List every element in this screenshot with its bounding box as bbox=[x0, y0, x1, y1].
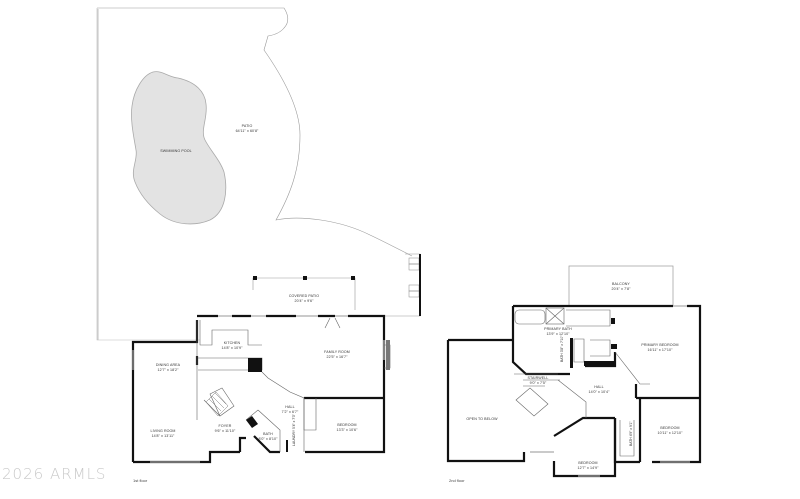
room-name: BEDROOM bbox=[337, 423, 357, 427]
room-name: PRIMARY BATH bbox=[544, 327, 572, 331]
room-label-bedroom-2b: BEDROOM 12'7" x 14'9" bbox=[577, 461, 598, 470]
room-name: FAMILY ROOM bbox=[324, 350, 350, 354]
room-name: STAIRWELL bbox=[527, 376, 549, 380]
room-dims: 4'9" x 9'1" bbox=[629, 421, 633, 437]
room-dims: 13'3" x 10'6" bbox=[336, 427, 358, 432]
room-dims: 10'11" x 12'10" bbox=[657, 430, 683, 435]
room-label-primary-bath: PRIMARY BATH 13'9" x 12'10" bbox=[544, 327, 572, 336]
room-name: HALL bbox=[594, 385, 604, 389]
bbq-counter bbox=[408, 257, 420, 298]
room-dims: 20'4" x 9'6" bbox=[294, 298, 314, 303]
room-label-primary-bedroom: PRIMARY BEDROOM 16'11" x 17'10" bbox=[641, 343, 678, 352]
room-dims: 12'7" x 18'2" bbox=[157, 367, 179, 372]
second-floor-walls bbox=[446, 304, 702, 478]
room-dims: 14'8" x 10'9" bbox=[221, 345, 243, 350]
room-label-laundry: LAUNDRY 5'4" x 7'3" bbox=[292, 414, 296, 446]
room-name: LAUNDRY bbox=[292, 429, 296, 446]
room-label-hall-2: HALL 14'0" x 10'4" bbox=[588, 385, 609, 394]
room-label-dining-area: DINING AREA 12'7" x 18'2" bbox=[156, 363, 180, 372]
room-dims: 9'0" x 7'5" bbox=[529, 380, 547, 385]
room-label-living-room: LIVING ROOM 14'8" x 13'11" bbox=[150, 429, 175, 438]
room-name: SWIMMING POOL bbox=[160, 149, 192, 153]
room-name: COVERED PATIO bbox=[288, 294, 320, 298]
first-floor-interior bbox=[196, 317, 391, 452]
room-dims: 7'2" x 6'7" bbox=[281, 409, 299, 414]
room-name: KITCHEN bbox=[223, 341, 241, 345]
room-name: FOYER bbox=[218, 424, 232, 428]
room-dims: 3'8" x 7'10" bbox=[560, 335, 564, 353]
room-label-bath-2a: BATH 3'8" x 7'10" bbox=[560, 336, 564, 362]
room-name: BEDROOM bbox=[660, 426, 680, 430]
room-dims: 8'0" x 8'10" bbox=[258, 436, 278, 441]
first-floor-windows bbox=[132, 315, 385, 463]
room-label-bath-2b: BATH 4'9" x 9'1" bbox=[629, 421, 633, 446]
room-dims: 14'0" x 10'4" bbox=[588, 389, 610, 394]
room-dims: 5'4" x 7'3" bbox=[292, 414, 296, 429]
room-label-foyer: FOYER 9'6" x 11'10" bbox=[215, 424, 236, 433]
room-label-patio: PATIO 64'11" x 60'8" bbox=[236, 124, 259, 133]
room-label-covered-patio: COVERED PATIO 20'4" x 9'6" bbox=[289, 294, 319, 303]
covered-patio-posts bbox=[253, 276, 355, 280]
room-label-bath-1: BATH 8'0" x 8'10" bbox=[259, 432, 278, 441]
room-dims: 22'5" x 16'7" bbox=[326, 354, 348, 359]
room-label-bedroom-1: BEDROOM 13'3" x 10'6" bbox=[336, 423, 357, 432]
room-label-swimming-pool: SWIMMING POOL bbox=[160, 149, 191, 154]
watermark: 2026 ARMLS bbox=[2, 465, 107, 483]
room-name: BATH bbox=[560, 353, 564, 362]
room-label-bedroom-2a: BEDROOM 10'11" x 12'10" bbox=[658, 426, 683, 435]
room-name: BATH bbox=[629, 437, 633, 446]
room-name: BATH bbox=[263, 432, 273, 436]
foyer-stairs bbox=[205, 391, 229, 417]
room-label-stairwell: STAIRWELL 9'0" x 7'5" bbox=[528, 376, 549, 385]
room-name: OPEN TO BELOW bbox=[466, 417, 498, 421]
room-name: BEDROOM bbox=[578, 461, 598, 465]
second-floor-dark-walls bbox=[570, 318, 617, 368]
second-floor-interior bbox=[514, 307, 650, 457]
room-name: DINING AREA bbox=[155, 363, 181, 367]
room-label-open-to-below: OPEN TO BELOW bbox=[466, 417, 497, 422]
swimming-pool bbox=[131, 71, 227, 225]
room-name: PATIO bbox=[241, 124, 253, 128]
room-dims: 16'11" x 17'10" bbox=[647, 347, 673, 352]
room-name: LIVING ROOM bbox=[150, 429, 176, 433]
floor-name-second: 2nd floor bbox=[449, 478, 465, 483]
room-label-family-room: FAMILY ROOM 22'5" x 16'7" bbox=[324, 350, 350, 359]
room-dims: 20'4" x 7'8" bbox=[611, 286, 631, 291]
floor-name-first: 1st floor bbox=[133, 478, 148, 483]
room-label-hall-1: HALL 7'2" x 6'7" bbox=[282, 405, 299, 414]
room-label-kitchen: KITCHEN 14'8" x 10'9" bbox=[221, 341, 242, 350]
second-floor-windows bbox=[530, 305, 690, 477]
room-dims: 14'8" x 13'11" bbox=[151, 433, 175, 438]
room-label-balcony: BALCONY 20'4" x 7'8" bbox=[612, 282, 631, 291]
room-dims: 64'11" x 60'8" bbox=[235, 128, 259, 133]
room-name: BALCONY bbox=[612, 282, 630, 286]
first-floor-dark-walls bbox=[246, 340, 390, 452]
room-dims: 9'6" x 11'10" bbox=[214, 428, 236, 433]
room-name: HALL bbox=[285, 405, 295, 409]
room-dims: 12'7" x 14'9" bbox=[577, 465, 599, 470]
room-dims: 13'9" x 12'10" bbox=[546, 331, 570, 336]
room-name: PRIMARY BEDROOM bbox=[641, 343, 679, 347]
